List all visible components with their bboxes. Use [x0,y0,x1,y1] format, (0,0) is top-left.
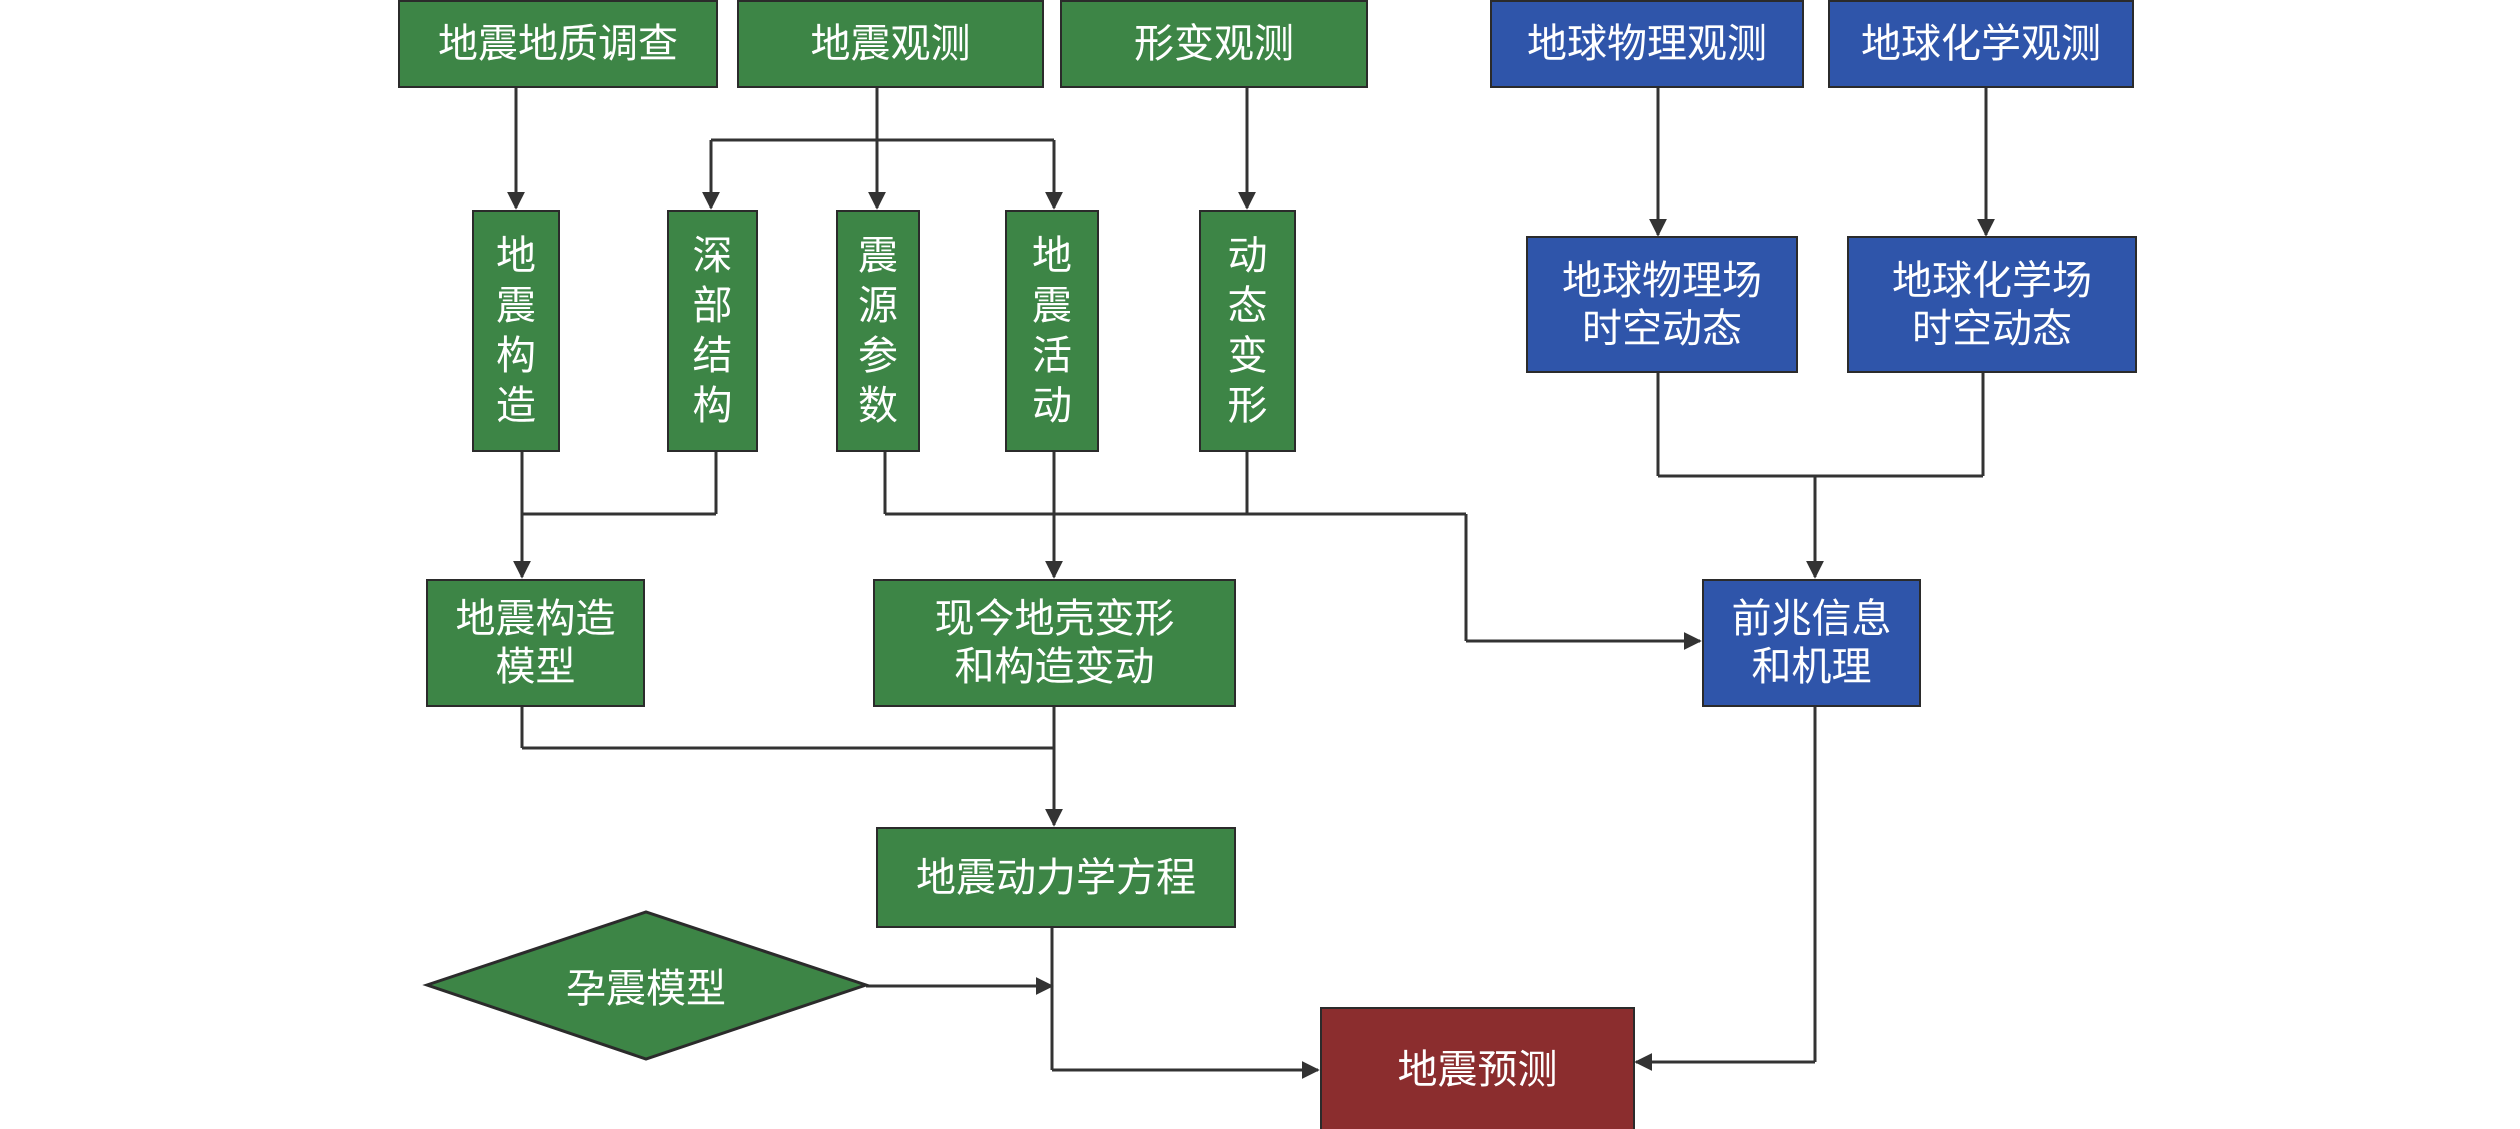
node-seis-tectonics: 地 震 构 造 [472,210,560,452]
node-geophys-obs: 地球物理观测 [1490,0,1804,88]
node-seis-obs: 地震观测 [737,0,1044,88]
node-tectonic-model: 地震构造 模型 [426,579,645,707]
node-deep-structure: 深 部 结 构 [667,210,758,452]
node-seismogenic-model: 孕震模型 [566,966,726,1012]
node-geochem-obs: 地球化学观测 [1828,0,2134,88]
node-precursor: 前兆信息 和机理 [1702,579,1921,707]
node-geochem-field: 地球化学场 时空动态 [1847,236,2137,373]
node-dynamics-eq: 地震动力学方程 [876,827,1236,928]
node-seis-activity: 地 震 活 动 [1005,210,1099,452]
node-dynamic-deform: 动 态 变 形 [1199,210,1296,452]
seismogenic-model-diamond [422,910,871,1061]
node-source-params: 震 源 参 数 [836,210,920,452]
node-crust-deform: 现今地壳变形 和构造变动 [873,579,1236,707]
node-prediction: 地震预测 [1320,1007,1635,1129]
node-deform-obs: 形变观测 [1060,0,1368,88]
node-geo-survey: 地震地质调查 [398,0,718,88]
node-geophys-field: 地球物理场 时空动态 [1526,236,1798,373]
